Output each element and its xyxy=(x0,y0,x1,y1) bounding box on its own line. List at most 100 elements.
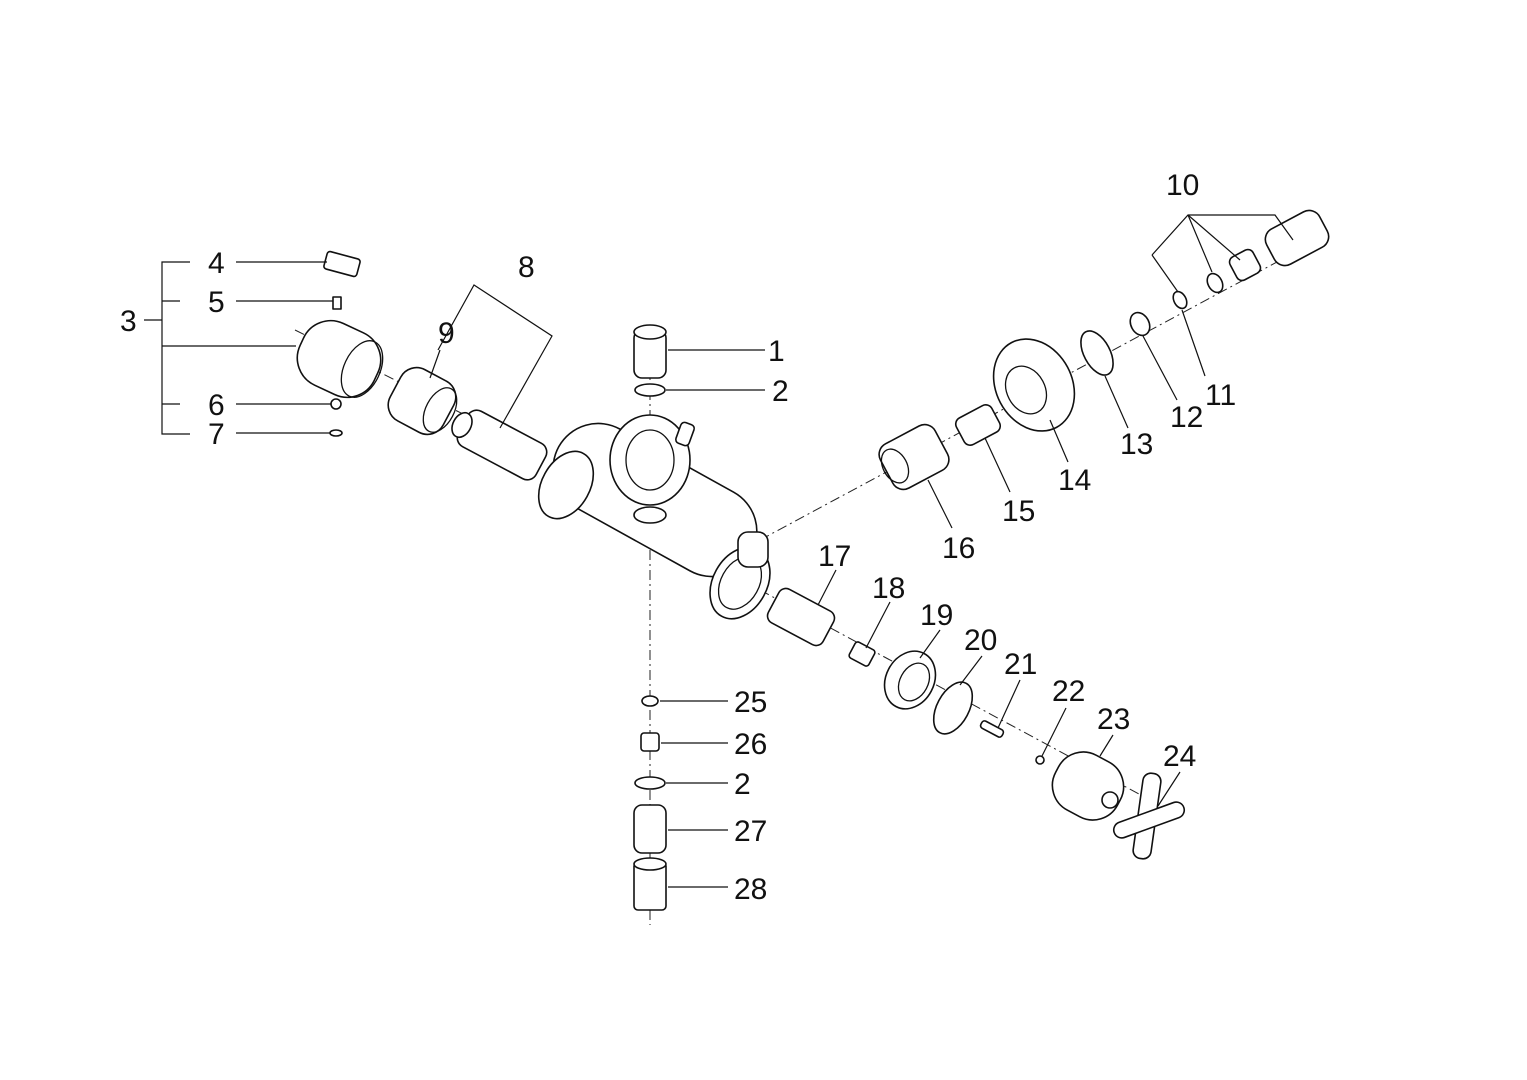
part-5-screw xyxy=(332,296,342,310)
callout-10: 10 xyxy=(1166,169,1199,202)
callout-5: 5 xyxy=(208,286,225,319)
part-7-washer xyxy=(329,429,343,437)
callout-15: 15 xyxy=(1002,495,1035,528)
callout-8: 8 xyxy=(518,251,535,284)
part-19-nut xyxy=(883,650,937,710)
top-stack xyxy=(633,324,667,397)
callout-20: 20 xyxy=(964,624,997,657)
part-15-cartridge xyxy=(954,404,1002,446)
part-27-fitting xyxy=(633,804,667,854)
callout-7: 7 xyxy=(208,418,225,451)
part-28-top xyxy=(633,857,667,871)
callout-labels: 1 2 3 4 5 6 7 8 9 10 11 12 13 14 15 16 1… xyxy=(120,169,1236,906)
part-23-handle-hub xyxy=(1101,791,1119,809)
leader-lines xyxy=(144,214,1294,888)
callout-27: 27 xyxy=(734,815,767,848)
callout-1: 1 xyxy=(768,335,785,368)
part-11-washer xyxy=(1172,290,1188,310)
part-3-cap-opening xyxy=(340,340,384,398)
callout-23: 23 xyxy=(1097,703,1130,736)
part-2-ring-top xyxy=(634,383,666,397)
part-9-sleeve-end xyxy=(422,387,458,433)
wall-nipple xyxy=(674,421,696,447)
left-assembly xyxy=(296,250,548,481)
leader-22 xyxy=(1041,707,1067,757)
callout-12: 12 xyxy=(1170,401,1203,434)
part-25-washer xyxy=(641,695,659,707)
callout-28: 28 xyxy=(734,873,767,906)
callout-25: 25 xyxy=(734,686,767,719)
part-16-sleeve xyxy=(878,423,950,491)
leader-21 xyxy=(997,679,1021,729)
callout-2-bottom: 2 xyxy=(734,768,751,801)
callout-4: 4 xyxy=(208,247,225,280)
part-10-check-valve xyxy=(1228,248,1262,282)
leader-8 xyxy=(437,284,553,429)
part-9-sleeve xyxy=(387,366,457,436)
callout-19: 19 xyxy=(920,599,953,632)
part-3-cap xyxy=(296,319,382,399)
leader-10-c xyxy=(1187,214,1241,261)
part-23-handle-base xyxy=(1051,751,1125,821)
part-12-strainer xyxy=(1129,311,1151,337)
leader-9 xyxy=(429,349,441,379)
leader-10-a xyxy=(1151,214,1294,256)
callout-22: 22 xyxy=(1052,675,1085,708)
callout-21: 21 xyxy=(1004,648,1037,681)
callout-14: 14 xyxy=(1058,464,1091,497)
leader-14 xyxy=(1049,419,1069,463)
part-10-eccentric xyxy=(1264,209,1330,267)
callout-24: 24 xyxy=(1163,740,1196,773)
leader-19 xyxy=(919,629,941,659)
callout-17: 17 xyxy=(818,540,851,573)
part-19-nut-hole xyxy=(897,662,931,702)
part-14-rosette xyxy=(992,338,1076,432)
callout-9: 9 xyxy=(438,317,455,350)
body-end-left xyxy=(537,450,595,520)
leader-13 xyxy=(1104,375,1129,429)
part-20-oring xyxy=(932,681,974,735)
part-26-insert xyxy=(640,732,660,752)
leader-23 xyxy=(1099,734,1114,757)
callout-26: 26 xyxy=(734,728,767,761)
callout-18: 18 xyxy=(872,572,905,605)
part-18-adapter xyxy=(848,641,876,667)
wall-connector-ring xyxy=(625,429,675,491)
leader-16 xyxy=(927,479,953,529)
part-21-screw xyxy=(979,720,1005,738)
lower-right-assembly xyxy=(766,587,1186,860)
part-4-lever xyxy=(323,250,361,278)
outlet-hole xyxy=(633,506,667,524)
part-22-cover xyxy=(1035,755,1045,765)
part-14-rosette-hole xyxy=(1004,365,1048,415)
callout-16: 16 xyxy=(942,532,975,565)
callout-11: 11 xyxy=(1205,379,1236,412)
leader-15 xyxy=(984,437,1011,493)
callout-13: 13 xyxy=(1120,428,1153,461)
bracket-3 xyxy=(161,261,190,435)
part-6-nut xyxy=(330,398,342,410)
mixer-body xyxy=(537,414,771,620)
wall-connector xyxy=(609,414,691,506)
leader-17 xyxy=(817,569,837,606)
callout-3: 3 xyxy=(120,305,137,338)
part-2-ring-bottom xyxy=(634,776,666,790)
part-16-sleeve-end xyxy=(880,448,910,484)
part-17-cartridge xyxy=(766,587,836,647)
leader-12 xyxy=(1142,335,1178,401)
part-8-cartridge-tip xyxy=(451,411,473,439)
part-13-oring xyxy=(1080,330,1114,376)
leader-18 xyxy=(865,601,891,649)
upper-right-assembly xyxy=(878,209,1330,491)
leader-20 xyxy=(959,655,983,686)
callout-6: 6 xyxy=(208,389,225,422)
part-10-ring xyxy=(1206,272,1224,294)
side-port xyxy=(737,531,769,568)
part-24-cross-horizontal xyxy=(1112,801,1186,839)
part-1-top xyxy=(633,324,667,340)
bottom-stack xyxy=(633,695,667,911)
leader-10-b xyxy=(1187,214,1213,273)
leader-24 xyxy=(1157,771,1181,807)
callout-2: 2 xyxy=(772,375,789,408)
